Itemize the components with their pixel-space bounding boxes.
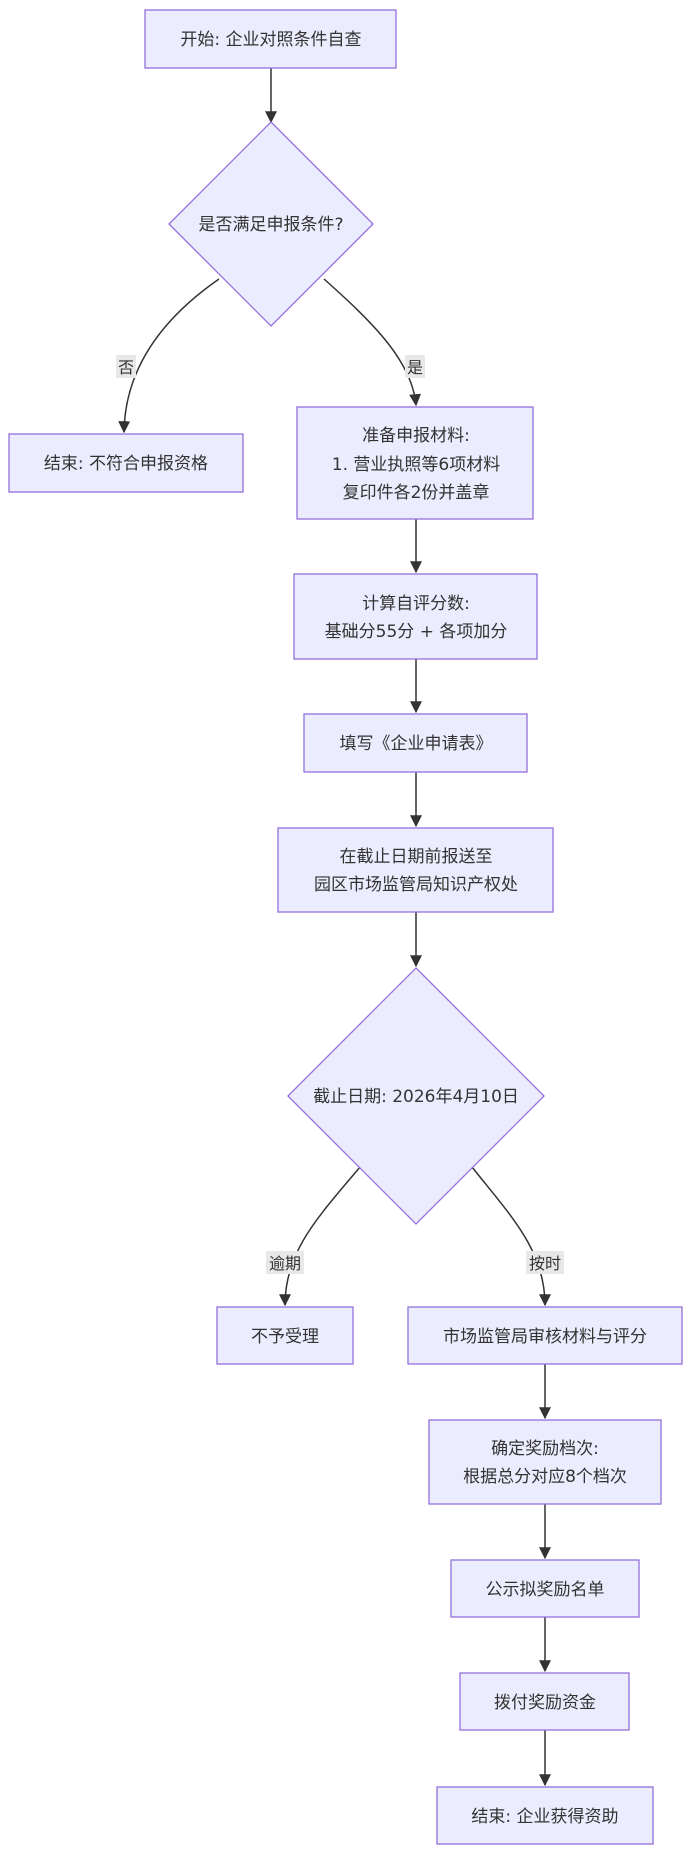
svg-text:园区市场监管局知识产权处: 园区市场监管局知识产权处 (314, 875, 518, 895)
edge-label-yes: 是 (405, 355, 425, 378)
svg-text:准备申报材料:: 准备申报材料: (362, 426, 470, 446)
node-prepare-materials: 准备申报材料: 1. 营业执照等6项材料 复印件各2份并盖章 (296, 406, 534, 520)
svg-text:开始: 企业对照条件自查: 开始: 企业对照条件自查 (180, 30, 361, 50)
node-start: 开始: 企业对照条件自查 (144, 9, 397, 69)
svg-text:1. 营业执照等6项材料: 1. 营业执照等6项材料 (332, 455, 500, 475)
node-review: 市场监管局审核材料与评分 (407, 1306, 683, 1365)
node-fill-form: 填写《企业申请表》 (303, 713, 528, 773)
svg-text:确定奖励档次:: 确定奖励档次: (491, 1439, 599, 1459)
svg-text:不予受理: 不予受理 (251, 1327, 319, 1347)
svg-text:复印件各2份并盖章: 复印件各2份并盖章 (343, 483, 490, 503)
svg-text:计算自评分数:: 计算自评分数: (362, 594, 470, 614)
node-end-ineligible: 结束: 不符合申报资格 (8, 433, 244, 493)
node-disburse: 拨付奖励资金 (459, 1672, 630, 1731)
edge-label-on-time: 按时 (526, 1251, 564, 1274)
edge-deadline-to-rejected (279, 1166, 361, 1307)
svg-text:结束: 企业获得资助: 结束: 企业获得资助 (471, 1807, 618, 1827)
edge-check-to-ineligible (118, 278, 220, 434)
node-self-score: 计算自评分数: 基础分55分 + 各项加分 (293, 573, 538, 660)
node-rejected: 不予受理 (216, 1306, 354, 1365)
edge-check-to-prepare (323, 278, 422, 407)
svg-text:市场监管局审核材料与评分: 市场监管局审核材料与评分 (443, 1327, 647, 1347)
node-submit: 在截止日期前报送至 园区市场监管局知识产权处 (277, 827, 554, 913)
svg-text:是: 是 (407, 358, 423, 377)
svg-text:填写《企业申请表》: 填写《企业申请表》 (340, 734, 493, 754)
svg-text:在截止日期前报送至: 在截止日期前报送至 (340, 847, 493, 867)
svg-text:根据总分对应8个档次: 根据总分对应8个档次 (463, 1467, 627, 1487)
node-check-conditions: 是否满足申报条件? (168, 121, 374, 327)
svg-text:按时: 按时 (529, 1254, 561, 1273)
svg-text:逾期: 逾期 (269, 1254, 301, 1273)
node-end-funded: 结束: 企业获得资助 (436, 1786, 654, 1845)
node-determine-level: 确定奖励档次: 根据总分对应8个档次 (428, 1419, 662, 1505)
node-publicize: 公示拟奖励名单 (450, 1559, 640, 1618)
edge-label-no: 否 (116, 355, 136, 378)
svg-text:基础分55分 + 各项加分: 基础分55分 + 各项加分 (325, 622, 508, 642)
svg-text:截止日期: 2026年4月10日: 截止日期: 2026年4月10日 (313, 1087, 519, 1107)
node-deadline: 截止日期: 2026年4月10日 (287, 967, 545, 1225)
svg-text:否: 否 (118, 358, 134, 377)
svg-text:结束: 不符合申报资格: 结束: 不符合申报资格 (44, 454, 208, 474)
edge-deadline-to-review (471, 1166, 551, 1307)
edge-label-overdue: 逾期 (266, 1251, 304, 1274)
svg-text:拨付奖励资金: 拨付奖励资金 (494, 1693, 596, 1713)
svg-text:公示拟奖励名单: 公示拟奖励名单 (486, 1580, 605, 1600)
svg-text:是否满足申报条件?: 是否满足申报条件? (198, 215, 343, 235)
